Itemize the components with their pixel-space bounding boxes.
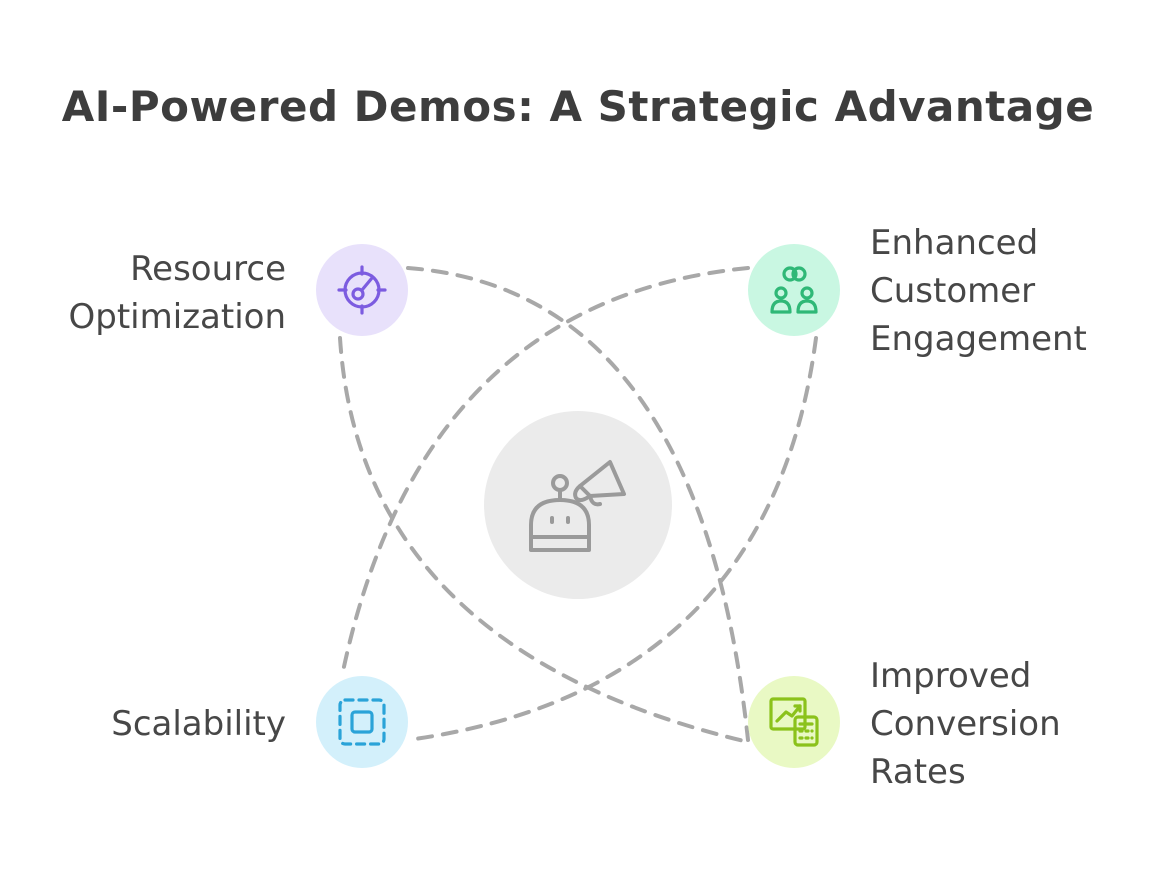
label-resource-optimization: Resource Optimization xyxy=(69,245,287,341)
label-line: Customer xyxy=(870,271,1036,311)
label-enhanced-customer-engagement: Enhanced Customer Engagement xyxy=(870,219,1087,363)
node-resource-optimization xyxy=(316,244,408,336)
label-line: Rates xyxy=(870,752,966,792)
connector-resource-to-scalability xyxy=(338,336,750,744)
label-line: Enhanced xyxy=(870,223,1039,263)
scale-frame-icon xyxy=(338,698,386,746)
connector-resource-to-conversion xyxy=(406,266,750,742)
target-gauge-icon xyxy=(337,265,387,315)
people-linked-icon xyxy=(770,266,818,314)
node-enhanced-customer-engagement xyxy=(748,244,840,336)
label-improved-conversion-rates: Improved Conversion Rates xyxy=(870,652,1061,796)
label-line: Scalability xyxy=(111,704,286,744)
diagram-title: AI-Powered Demos: A Strategic Advantage xyxy=(61,82,1095,131)
node-improved-conversion-rates xyxy=(748,676,840,768)
robot-megaphone-icon xyxy=(529,460,626,552)
connector-engagement-to-conversion xyxy=(406,336,818,742)
label-line: Engagement xyxy=(870,319,1087,359)
label-scalability: Scalability xyxy=(111,700,286,748)
chart-calculator-icon xyxy=(769,697,819,747)
label-line: Resource xyxy=(130,249,286,289)
node-scalability xyxy=(316,676,408,768)
label-line: Optimization xyxy=(68,297,287,337)
connector-engagement-to-scalability xyxy=(340,266,750,678)
label-line: Improved xyxy=(870,656,1032,696)
label-line: Conversion xyxy=(870,704,1061,744)
node-circle xyxy=(316,676,408,768)
connector-curves xyxy=(338,266,818,744)
center-hub xyxy=(484,411,672,599)
node-circle xyxy=(748,244,840,336)
